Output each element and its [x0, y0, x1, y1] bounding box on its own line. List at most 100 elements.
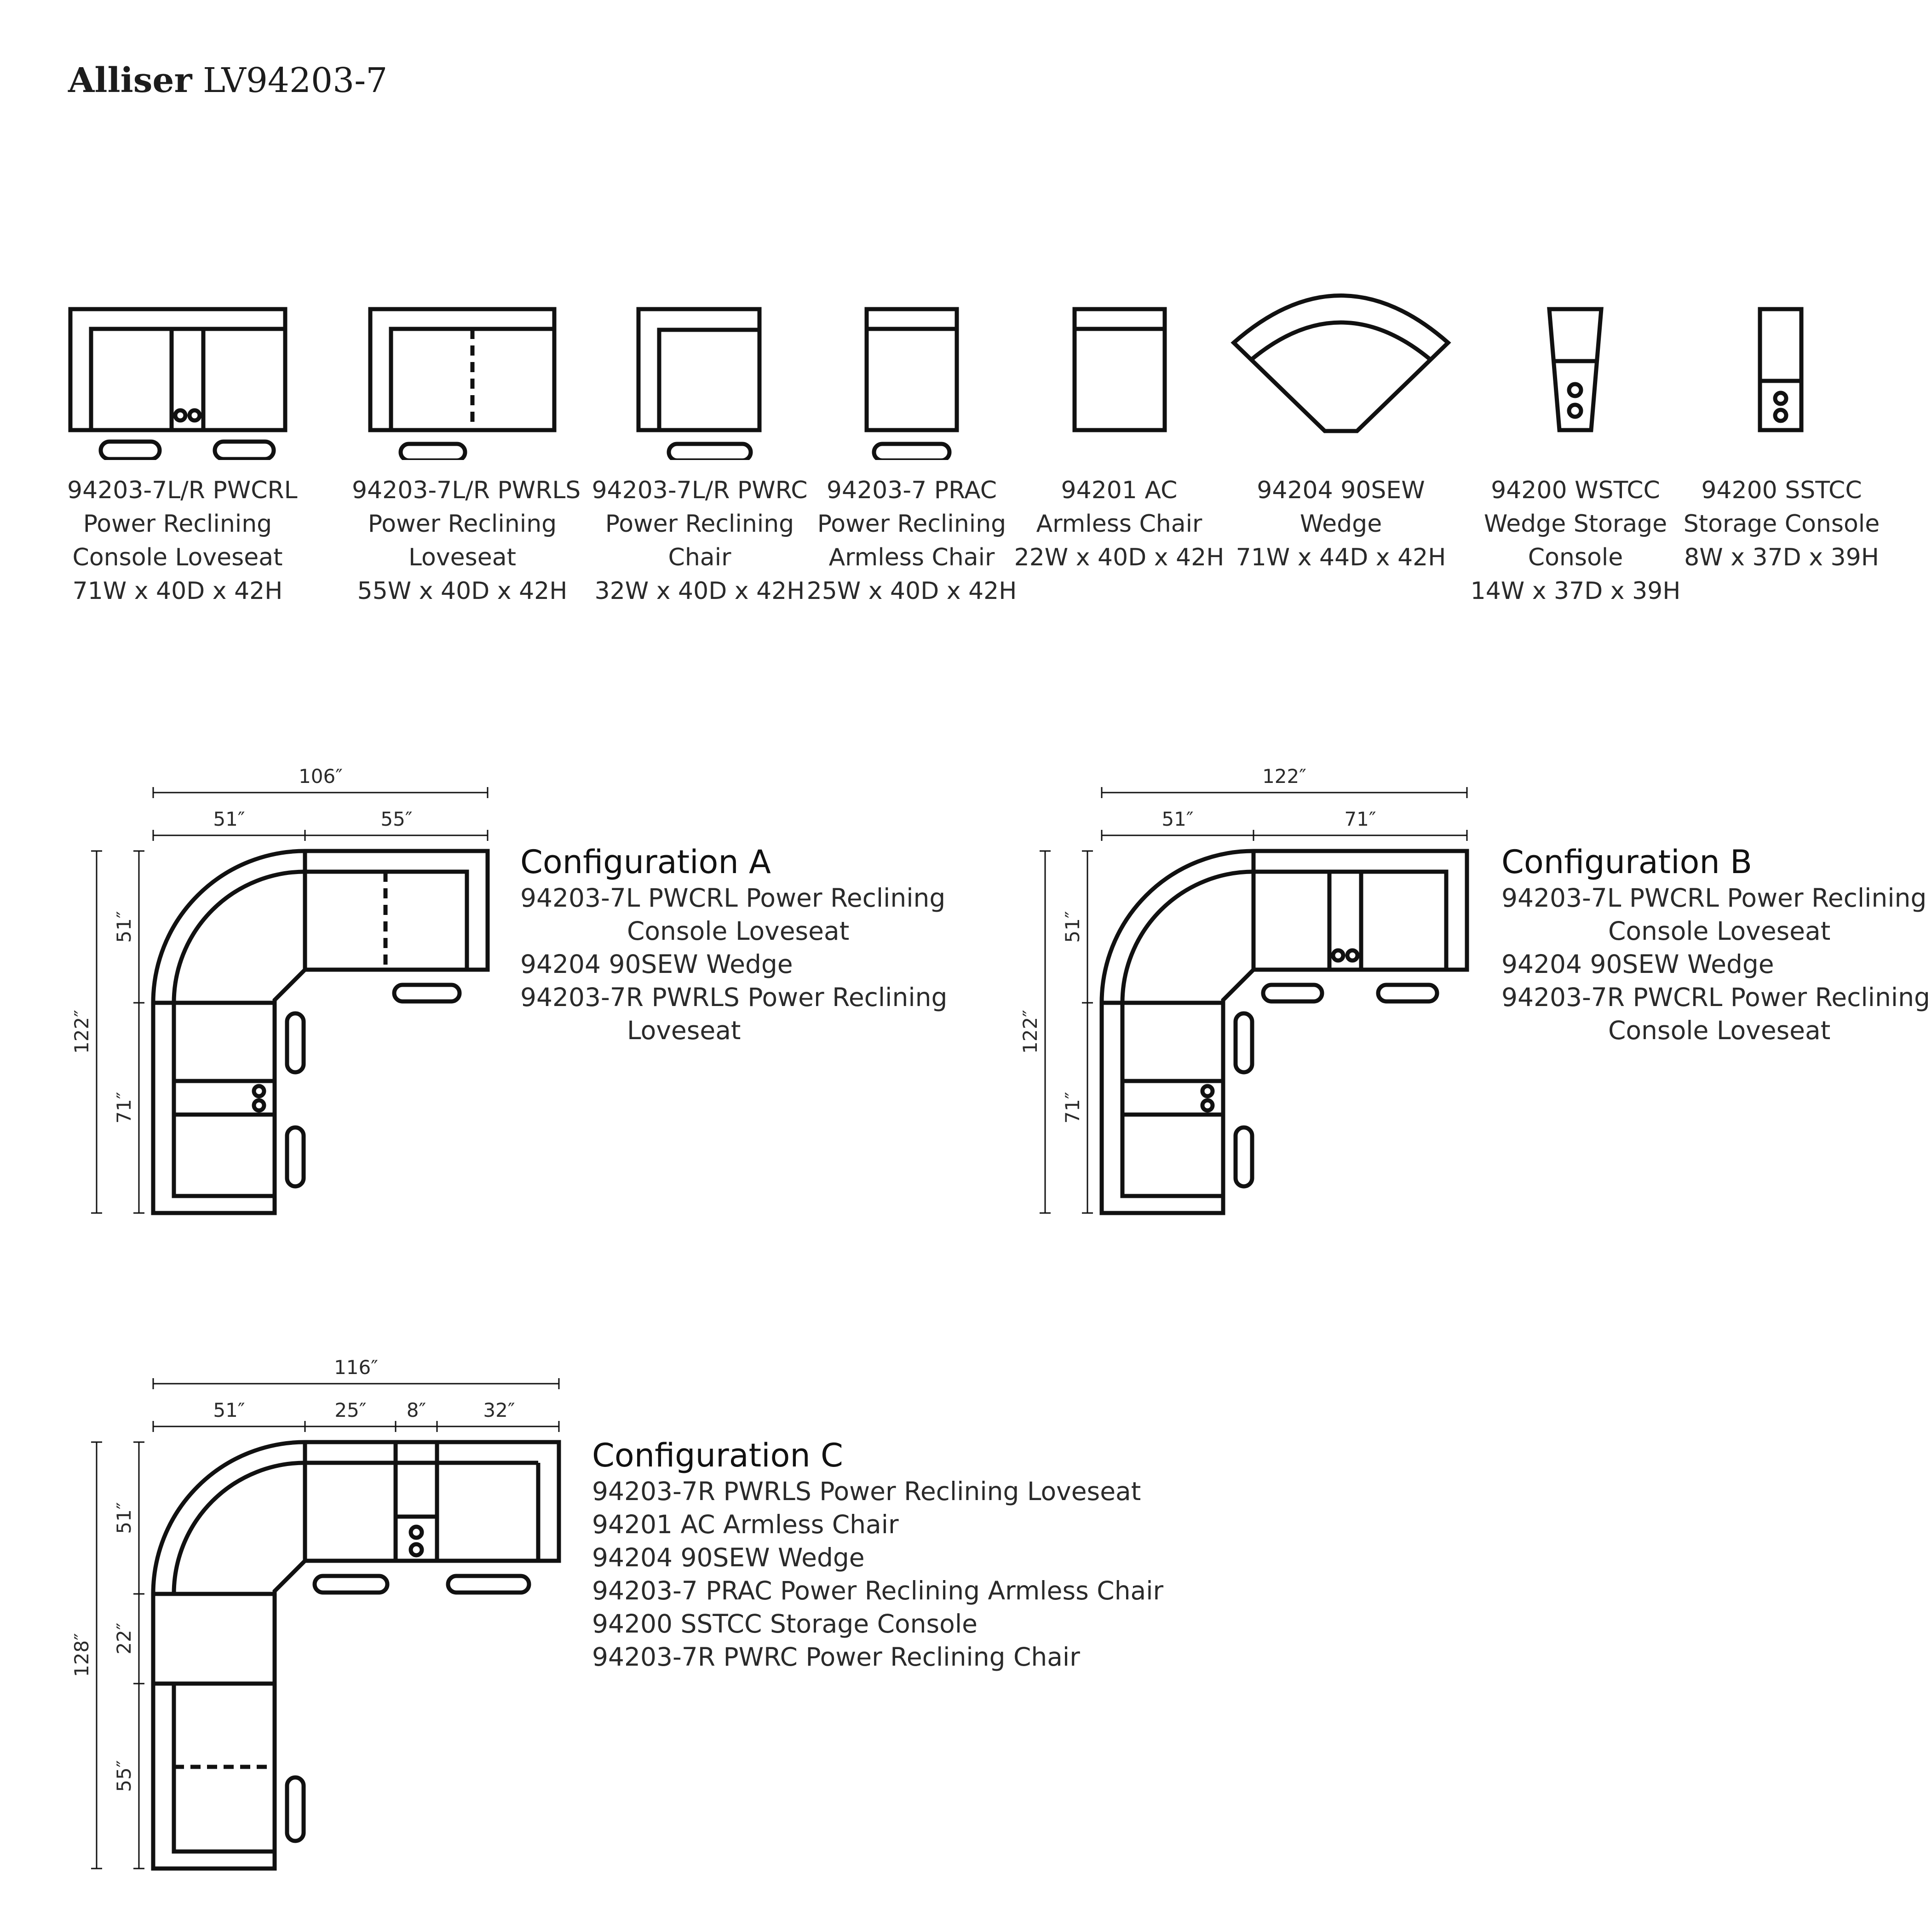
module-label-line: 32W x 40D x 42H	[594, 577, 805, 605]
brand-name: Alliser	[68, 61, 192, 100]
config-c-item: 94204 90SEW Wedge	[592, 1543, 865, 1572]
module-label-line: Power Reclining	[605, 510, 794, 538]
config-c-height-2: 22″	[113, 1622, 135, 1654]
module-label-line: Storage Console	[1683, 510, 1880, 538]
config-c-item: 94203-7 PRAC Power Reclining Armless Cha…	[592, 1576, 1164, 1605]
config-a-item: Loveseat	[627, 1016, 741, 1045]
module-label-line: 94204 90SEW	[1257, 477, 1425, 504]
config-c-description: Configuration C 94203-7R PWRLS Power Rec…	[592, 1436, 1163, 1673]
config-a-width-1: 51″	[213, 808, 245, 830]
config-c-width-3: 8″	[407, 1399, 426, 1421]
config-a-description: Configuration A 94203-7L PWCRL Power Rec…	[520, 843, 947, 1047]
config-b-width-2: 71″	[1344, 808, 1376, 830]
config-c-item: 94203-7R PWRLS Power Reclining Loveseat	[592, 1477, 1141, 1506]
config-b-description: Configuration B 94203-7L PWCRL Power Rec…	[1501, 843, 1930, 1047]
config-b-total-width: 122″	[1262, 765, 1306, 788]
config-c-total-width: 116″	[334, 1356, 378, 1379]
module-label-line: 22W x 40D x 42H	[1014, 544, 1225, 571]
config-b-total-height: 122″	[1019, 1010, 1041, 1054]
module-label-line: 94203-7 PRAC	[826, 477, 997, 504]
config-b-item: 94204 90SEW Wedge	[1501, 949, 1774, 979]
config-a-item: 94204 90SEW Wedge	[520, 949, 793, 979]
config-a-total-width: 106″	[299, 765, 343, 788]
config-c-dimension-lines	[91, 1378, 560, 1869]
module-label-line: Loveseat	[408, 544, 516, 571]
config-b-width-1: 51″	[1162, 808, 1193, 830]
config-a-item: 94203-7L PWCRL Power Reclining	[520, 883, 946, 913]
config-c-total-height: 128″	[70, 1633, 93, 1677]
storage-console-icon	[1758, 307, 1804, 432]
module-label-line: 94203-7L/R PWCRL	[67, 477, 298, 504]
loveseat-icon	[368, 307, 557, 460]
module-label-line: 71W x 40D x 42H	[72, 577, 283, 605]
module-label-line: 55W x 40D x 42H	[357, 577, 568, 605]
module-label-line: 8W x 37D x 39H	[1684, 544, 1879, 571]
config-c-width-4: 32″	[483, 1399, 515, 1421]
config-b-height-2: 71″	[1061, 1092, 1084, 1123]
config-a-diagram: 106″ 51″ 55″ 122″ 51″ 71″	[70, 765, 490, 1215]
config-c-item: 94200 SSTCC Storage Console	[592, 1609, 978, 1639]
wedge-icon	[1230, 293, 1451, 433]
config-c-width-1: 51″	[213, 1399, 245, 1421]
reclining-chair-icon	[636, 307, 762, 460]
config-c-item: 94201 AC Armless Chair	[592, 1510, 899, 1539]
config-b-layout	[1099, 849, 1469, 1215]
config-b-dimension-lines	[1040, 787, 1468, 1214]
module-label-line: 25W x 40D x 42H	[806, 577, 1017, 605]
module-label-line: Power Reclining	[83, 510, 272, 538]
module-label-line: Console Loveseat	[72, 544, 283, 571]
module-label-90sew: 94204 90SEW Wedge 71W x 44D x 42H	[1230, 474, 1451, 575]
config-c-title: Configuration C	[592, 1437, 843, 1474]
config-a-dimension-lines	[91, 787, 489, 1214]
module-label-line: Armless Chair	[1036, 510, 1202, 538]
config-c-diagram: 116″ 51″ 25″ 8″ 32″ 128″ 51″ 22″ 55″	[70, 1356, 561, 1871]
armless-chair-icon	[1072, 307, 1167, 432]
model-number: LV94203-7	[203, 61, 388, 100]
config-b-height-1: 51″	[1061, 911, 1084, 943]
page-title: Alliser LV94203-7	[68, 61, 387, 100]
config-c-height-3: 55″	[113, 1760, 135, 1792]
module-label-sstcc: 94200 SSTCC Storage Console 8W x 37D x 39H	[1671, 474, 1892, 575]
console-loveseat-icon	[68, 307, 288, 460]
armless-recliner-icon	[864, 307, 959, 460]
config-a-width-2: 55″	[380, 808, 412, 830]
config-c-width-2: 25″	[334, 1399, 366, 1421]
module-label-line: Wedge Storage	[1484, 510, 1668, 538]
module-label-line: Wedge	[1300, 510, 1382, 538]
module-label-line: 94203-7L/R PWRLS	[352, 477, 581, 504]
config-b-title: Configuration B	[1501, 843, 1752, 881]
module-icons	[68, 293, 1804, 460]
module-label-line: 94200 WSTCC	[1491, 477, 1660, 504]
module-label-line: 14W x 37D x 39H	[1470, 577, 1681, 605]
module-label-line: Chair	[668, 544, 731, 571]
config-a-height-2: 71″	[113, 1092, 135, 1123]
wedge-storage-console-icon	[1547, 307, 1604, 432]
config-b-item: 94203-7R PWCRL Power Reclining	[1501, 983, 1930, 1012]
config-a-title: Configuration A	[520, 843, 771, 881]
config-c-layout	[151, 1440, 561, 1871]
config-b-item: Console Loveseat	[1608, 916, 1831, 946]
config-b-item: 94203-7L PWCRL Power Reclining	[1501, 883, 1927, 913]
module-label-line: 71W x 44D x 42H	[1236, 544, 1446, 571]
config-a-item: 94203-7R PWRLS Power Reclining	[520, 983, 948, 1012]
config-a-item: Console Loveseat	[627, 916, 850, 946]
module-label-line: 94203-7L/R PWRC	[592, 477, 808, 504]
config-c-height-1: 51″	[113, 1502, 135, 1534]
config-a-total-height: 122″	[70, 1010, 93, 1054]
config-a-height-1: 51″	[113, 911, 135, 943]
config-b-item: Console Loveseat	[1608, 1016, 1831, 1045]
module-label-line: Armless Chair	[828, 544, 995, 571]
config-c-item: 94203-7R PWRC Power Reclining Chair	[592, 1642, 1080, 1672]
config-a-layout	[151, 849, 490, 1215]
module-label-line: 94200 SSTCC	[1701, 477, 1862, 504]
module-label-line: Power Reclining	[368, 510, 557, 538]
config-b-diagram: 122″ 51″ 71″ 122″ 51″ 71″	[1019, 765, 1469, 1215]
module-label-line: Power Reclining	[817, 510, 1006, 538]
